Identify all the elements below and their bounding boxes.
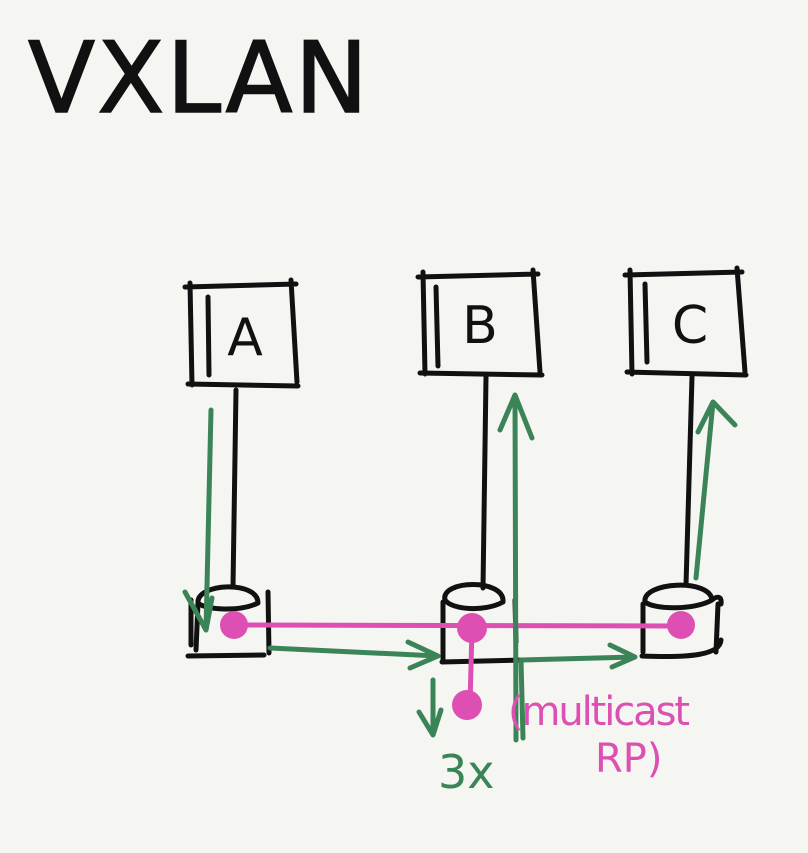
link-b [480, 374, 489, 591]
tunnel-endpoint-b [457, 613, 487, 643]
vtep-b-switch [439, 582, 526, 665]
arrow-up-b [497, 392, 535, 743]
tunnel-endpoint-c [667, 611, 695, 639]
tunnel-endpoint-a [220, 611, 248, 639]
overlay-tunnel [220, 611, 695, 720]
link-c [683, 374, 695, 588]
diagram-title: VXLAN [28, 22, 368, 136]
multicast-label: (multicast [508, 689, 690, 735]
traffic-arrows [182, 392, 738, 743]
host-a-label: A [227, 308, 263, 368]
arrow-a-to-b [267, 639, 441, 671]
host-a: A [182, 277, 301, 389]
link-a [230, 387, 239, 590]
host-c: C [622, 265, 749, 378]
host-b: B [415, 267, 545, 378]
arrow-b-to-c [518, 642, 638, 741]
host-b-label: B [462, 296, 498, 356]
arrow-replicate [416, 677, 444, 738]
replication-label: 3x [438, 745, 495, 799]
rp-label: RP) [595, 736, 663, 782]
host-c-label: C [672, 296, 708, 356]
vtep-a-switch [185, 584, 272, 659]
arrow-up-c [693, 399, 738, 581]
multicast-rp-node [452, 690, 482, 720]
arrow-down-a [182, 407, 215, 633]
tunnel-line [230, 622, 683, 629]
